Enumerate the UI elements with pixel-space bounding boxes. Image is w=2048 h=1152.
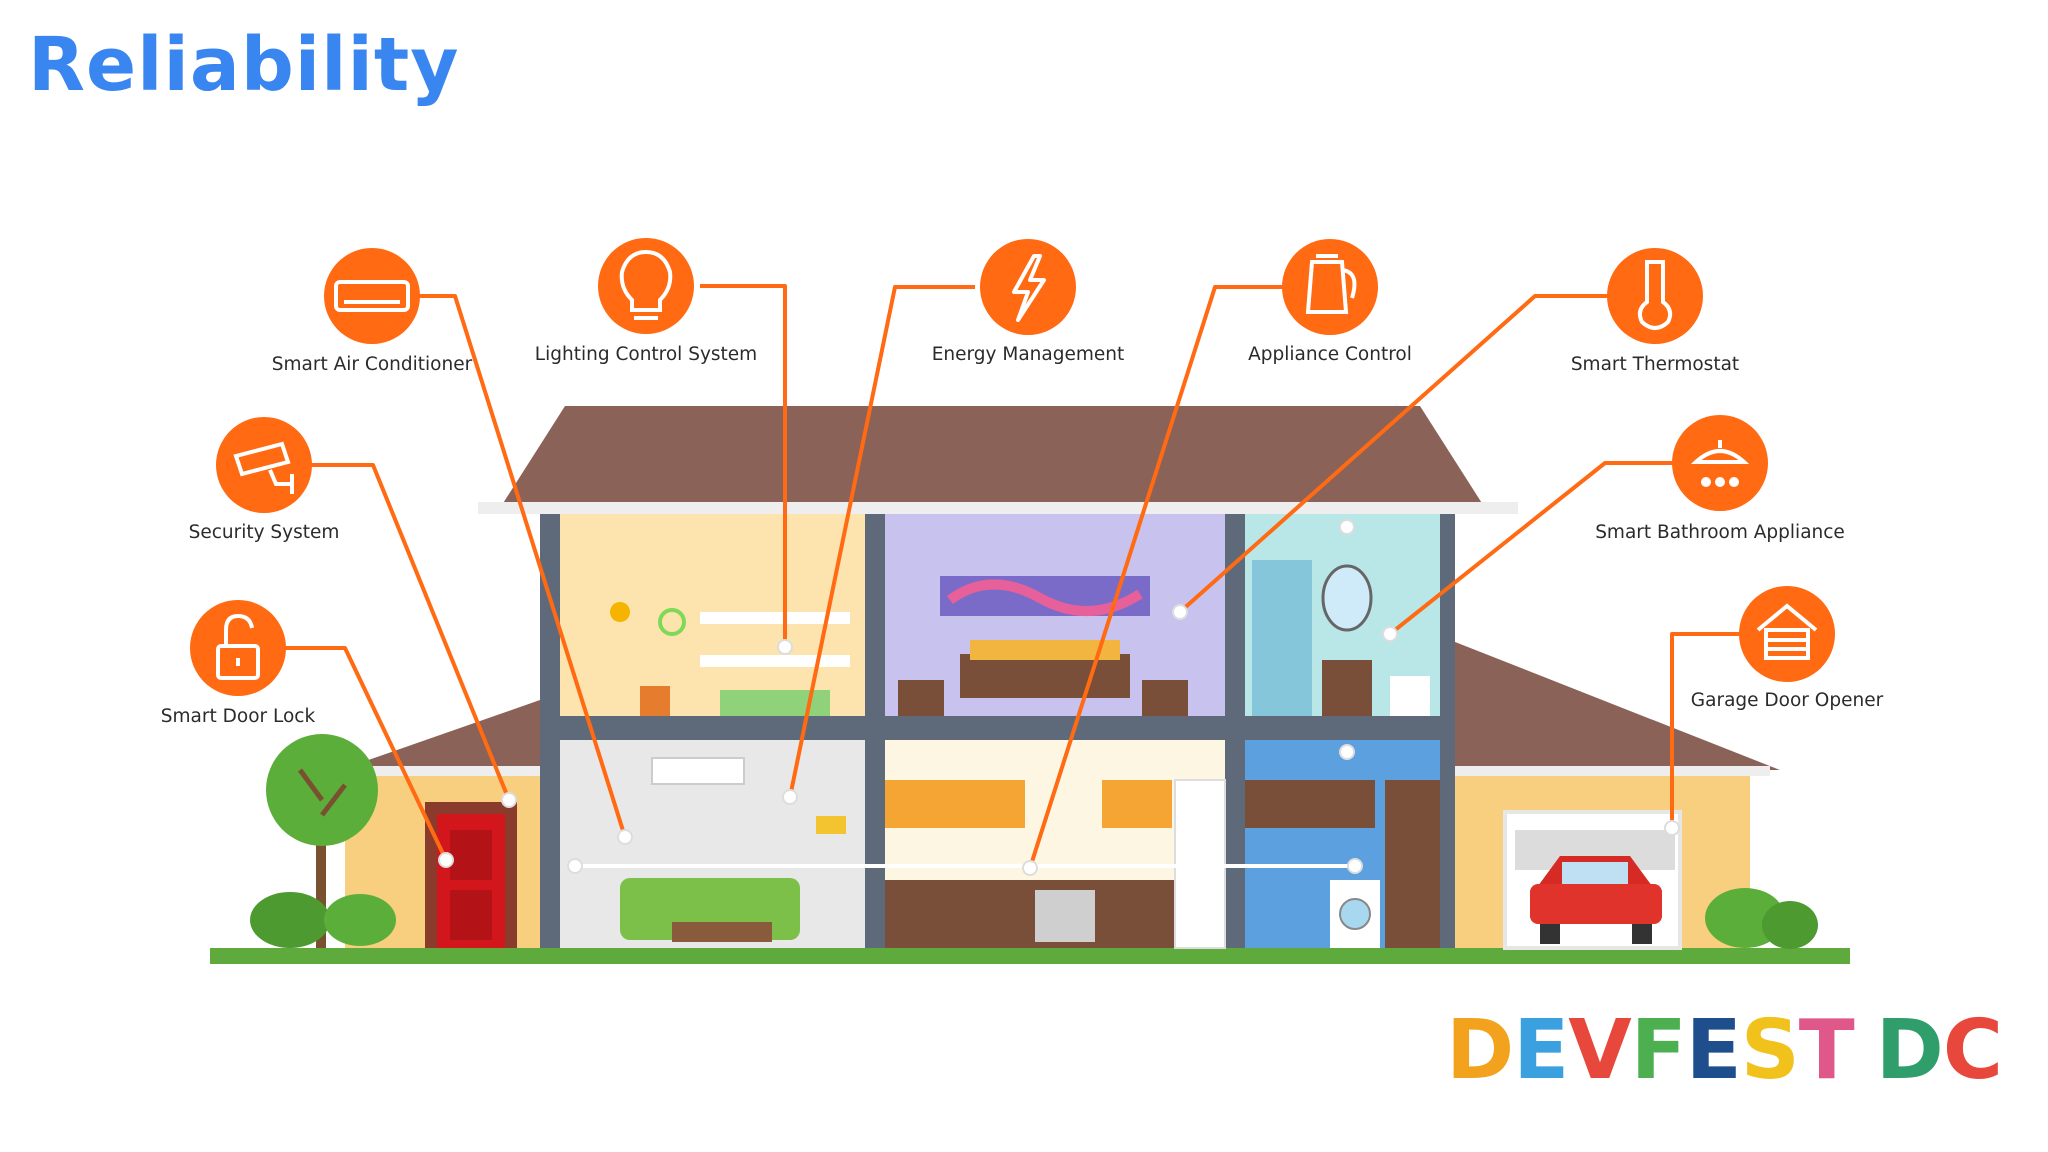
- padlock-icon: [216, 613, 260, 680]
- feature-icon-energy: [980, 239, 1076, 335]
- feature-icon-lighting: [598, 238, 694, 334]
- feature-label-bathroom: Smart Bathroom Appliance: [1595, 522, 1845, 543]
- feature-icon-bathroom: [1672, 415, 1768, 511]
- feature-label-energy: Energy Management: [932, 344, 1125, 365]
- logo-letter: D: [1875, 1003, 1944, 1098]
- logo-letter: V: [1568, 1003, 1631, 1098]
- feature-label-garage: Garage Door Opener: [1691, 690, 1884, 711]
- connector-endpoints: [438, 519, 1680, 876]
- devfest-dc-logo: DEVFEST DC: [1446, 1003, 2003, 1098]
- logo-letter: S: [1740, 1003, 1800, 1098]
- ground: [210, 948, 1850, 964]
- thermometer-icon: [1637, 260, 1673, 330]
- light-bulb-icon: [619, 249, 673, 320]
- logo-letter: E: [1513, 1003, 1569, 1098]
- kettle-icon: [1305, 254, 1357, 314]
- connector-lines: [263, 284, 1746, 869]
- logo-letter: C: [1942, 1003, 2003, 1098]
- security-camera-icon: [233, 441, 294, 494]
- feature-icon-door-lock: [190, 600, 286, 696]
- slide-title: Reliability: [28, 22, 460, 108]
- tree-left: [250, 734, 396, 948]
- lightning-bolt-icon: [1012, 254, 1046, 322]
- air-conditioner-icon: [334, 280, 410, 312]
- garage-wing: [1450, 640, 1818, 950]
- feature-label-lighting: Lighting Control System: [535, 344, 757, 365]
- garage-icon: [1756, 603, 1818, 660]
- feature-label-air-conditioner: Smart Air Conditioner: [272, 354, 473, 375]
- logo-letter: E: [1685, 1003, 1742, 1098]
- feature-icon-security: [216, 417, 312, 513]
- logo-letter: F: [1630, 1003, 1687, 1098]
- feature-icon-air-conditioner: [324, 248, 420, 344]
- feature-icon-garage: [1739, 586, 1835, 682]
- feature-label-appliance: Appliance Control: [1248, 344, 1412, 365]
- logo-letter: D: [1446, 1003, 1514, 1098]
- logo-letter: T: [1798, 1003, 1855, 1098]
- feature-label-thermostat: Smart Thermostat: [1571, 354, 1739, 375]
- feature-icon-appliance: [1282, 239, 1378, 335]
- car: [1530, 856, 1662, 944]
- feature-label-door-lock: Smart Door Lock: [161, 706, 316, 727]
- main-house: [478, 406, 1518, 949]
- shower-icon: [1690, 440, 1750, 487]
- feature-label-security: Security System: [189, 522, 340, 543]
- feature-icon-thermostat: [1607, 248, 1703, 344]
